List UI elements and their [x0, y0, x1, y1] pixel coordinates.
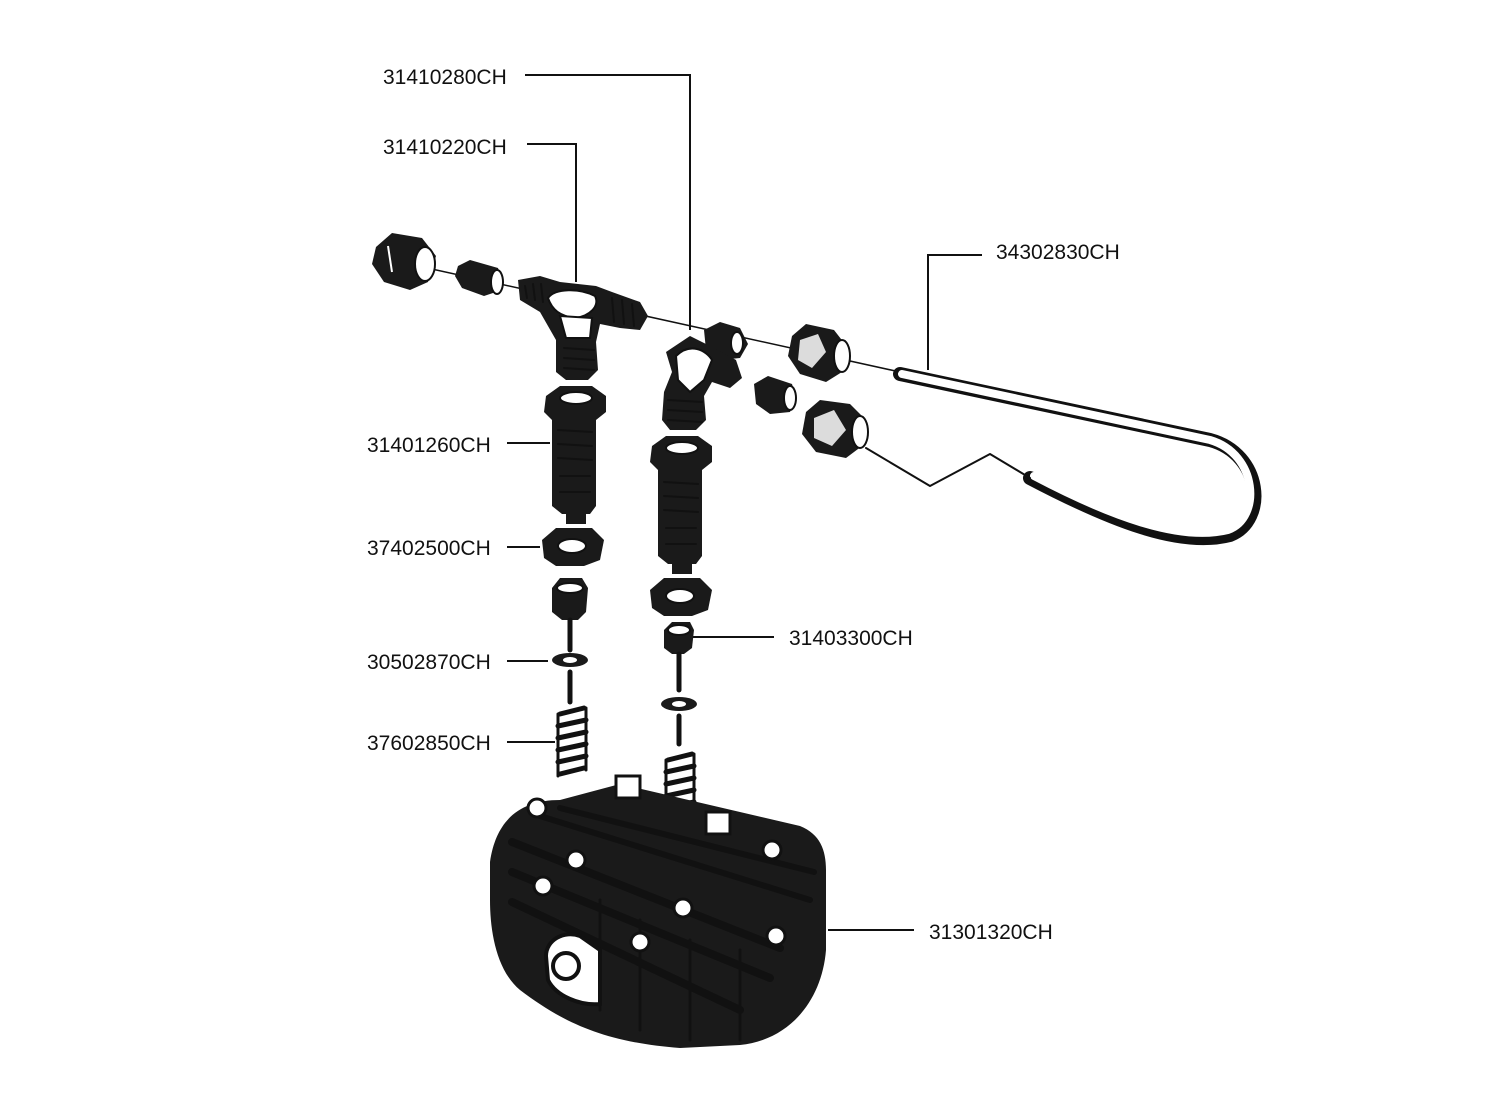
label-31401260CH: 31401260CH	[367, 434, 491, 457]
right-valve-stack	[650, 436, 712, 824]
left-valve-stack	[542, 386, 606, 778]
leader-31410220CH	[527, 143, 577, 282]
label-31301320CH: 31301320CH	[929, 921, 1053, 944]
cylinder-head	[490, 774, 826, 1048]
tee-fitting	[518, 276, 648, 380]
label-31410280CH: 31410280CH	[383, 66, 507, 89]
part-labels: 31410280CH 31410220CH 34302830CH 3140126…	[367, 66, 1120, 944]
left-hex-nut	[372, 233, 436, 290]
leader-lines	[507, 74, 982, 931]
label-31410220CH: 31410220CH	[383, 136, 507, 159]
leader-31410280CH	[525, 74, 691, 330]
label-31403300CH: 31403300CH	[789, 627, 913, 650]
loop-pipe	[865, 367, 1262, 546]
left-ferrule	[455, 260, 504, 296]
label-37402500CH: 37402500CH	[367, 537, 491, 560]
elbow-fitting	[662, 322, 748, 430]
label-30502870CH: 30502870CH	[367, 651, 491, 674]
top-fittings	[372, 233, 901, 458]
label-37602850CH: 37602850CH	[367, 732, 491, 755]
lower-right-nut	[802, 400, 869, 458]
leader-34302830CH	[927, 254, 982, 370]
upper-right-nut	[788, 324, 851, 382]
right-ferrule	[754, 376, 797, 414]
label-34302830CH: 34302830CH	[996, 241, 1120, 264]
